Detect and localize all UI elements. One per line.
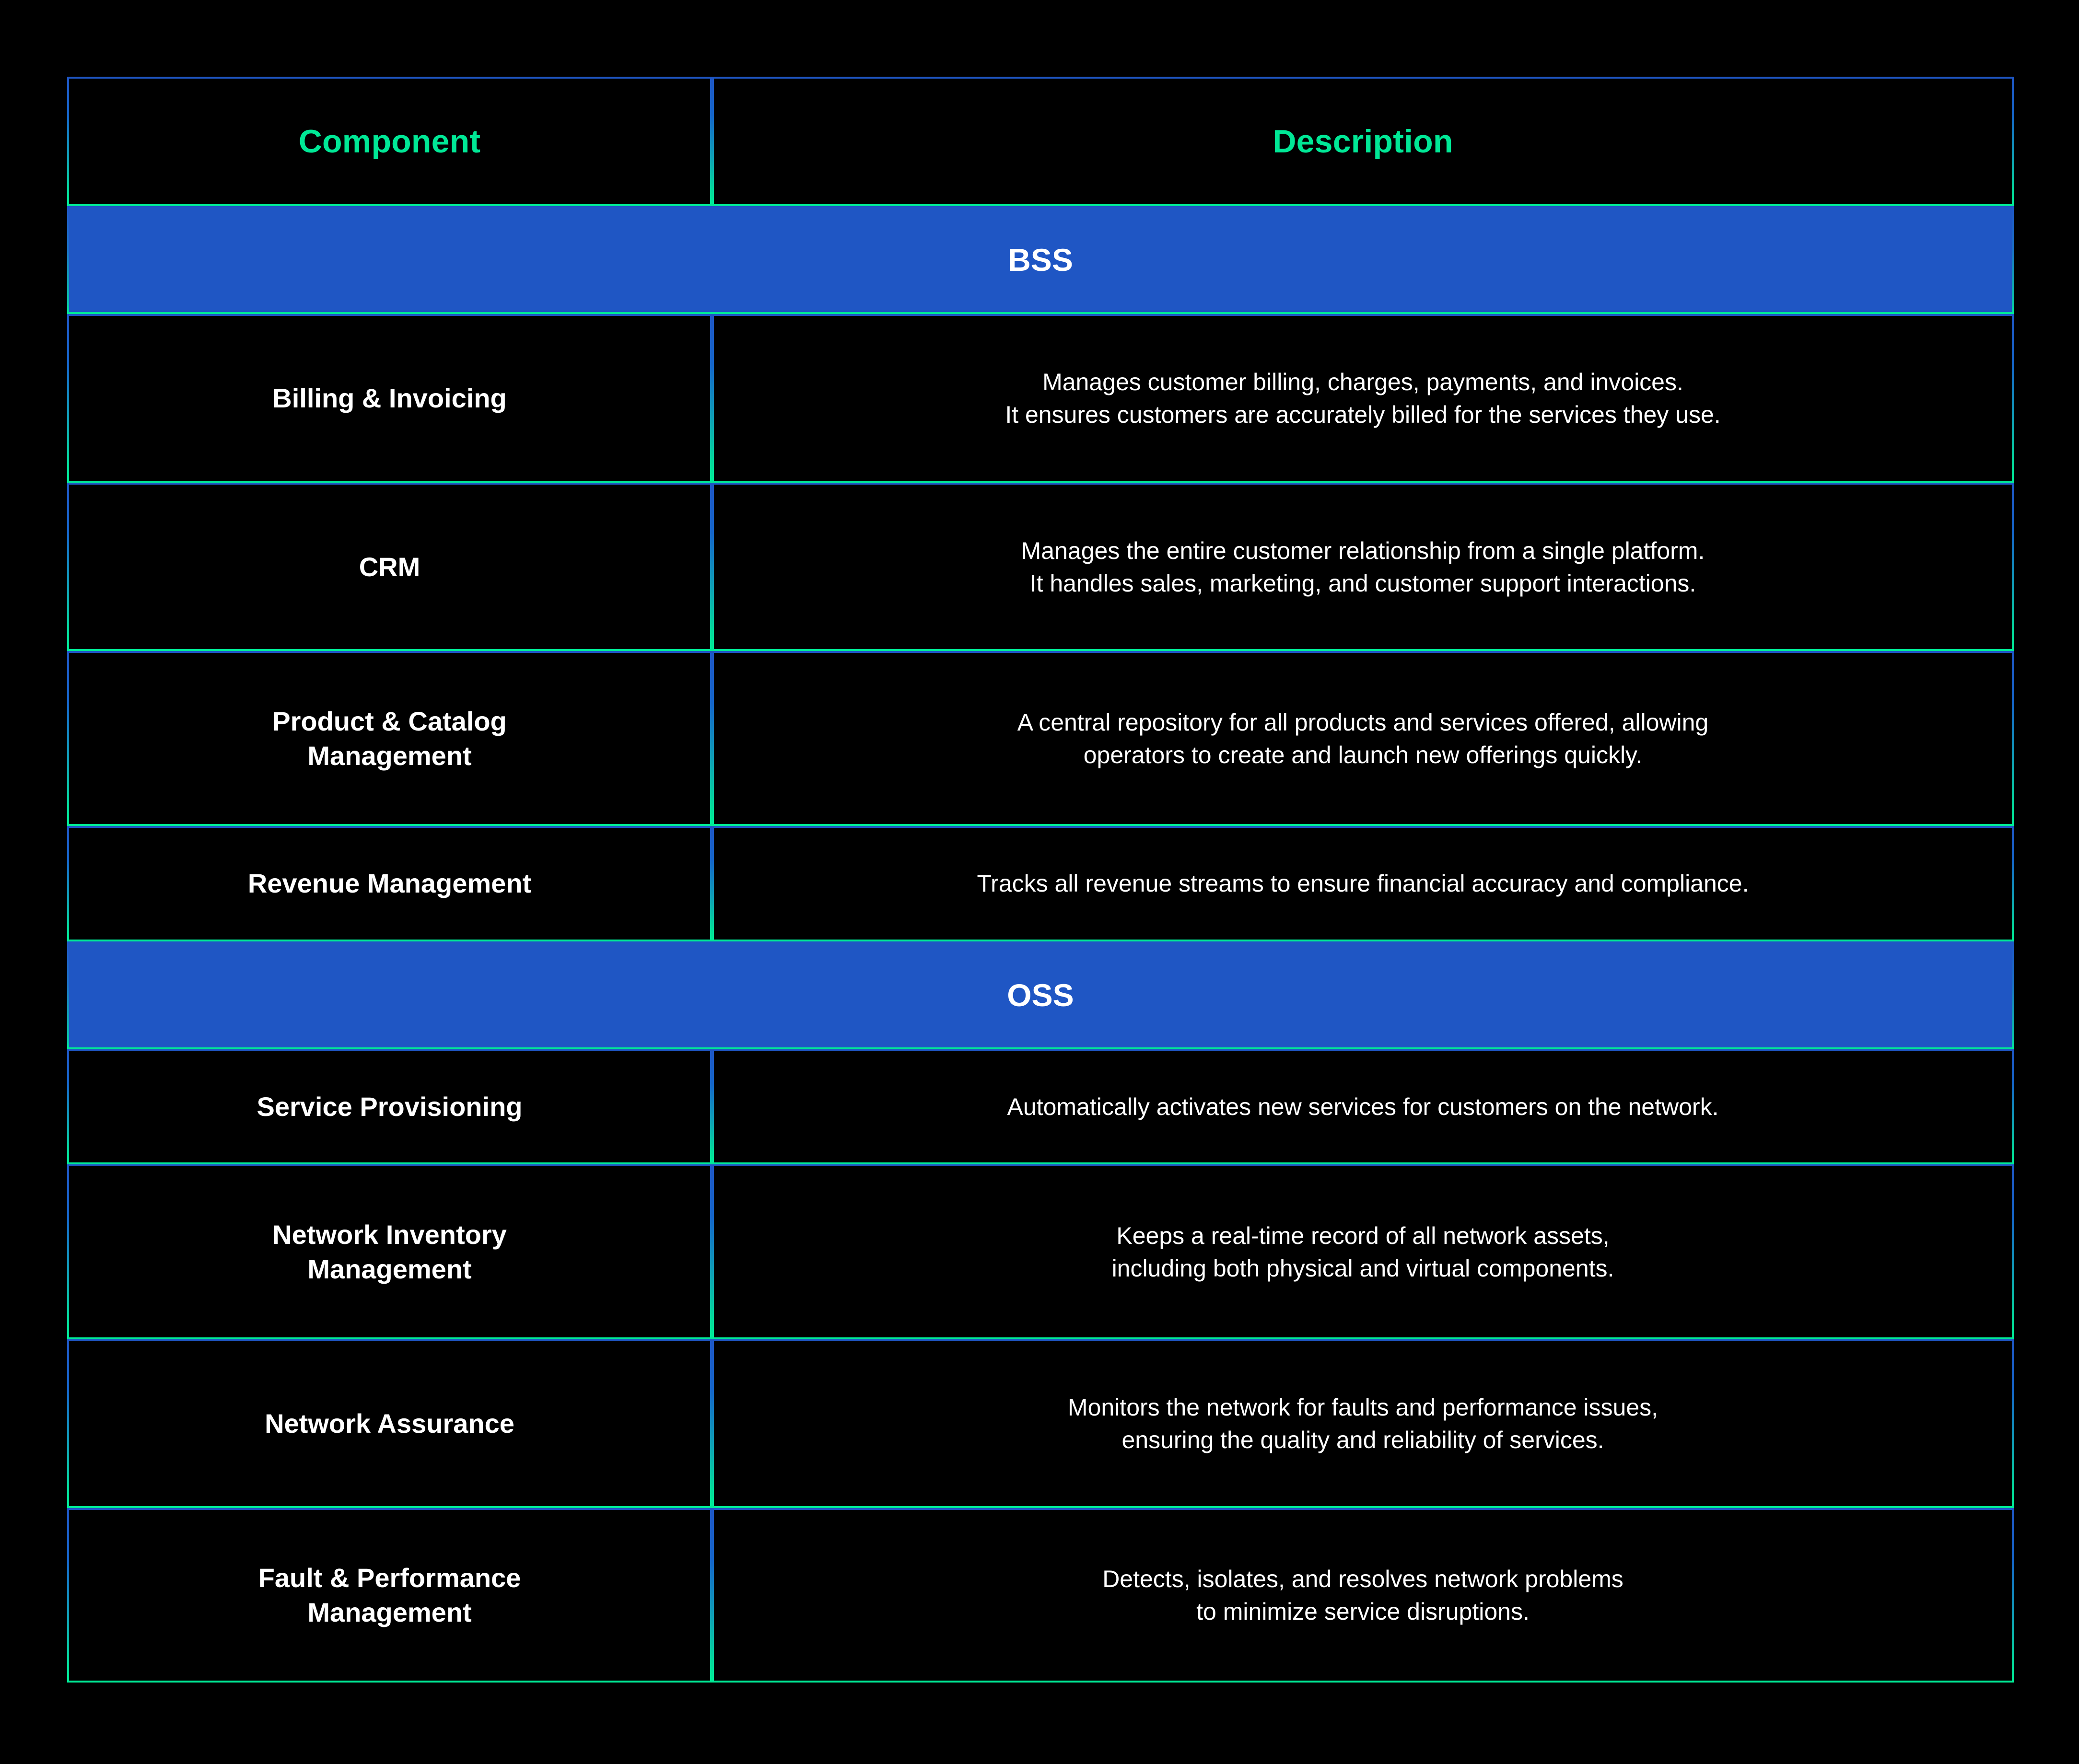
description-line: Manages the entire customer relationship… bbox=[1021, 537, 1705, 564]
component-cell: Network Inventory Management bbox=[67, 1164, 712, 1339]
description-line: Keeps a real-time record of all network … bbox=[1116, 1222, 1610, 1249]
component-label: Billing & Invoicing bbox=[272, 383, 507, 414]
description-line: It ensures customers are accurately bill… bbox=[1005, 401, 1721, 428]
component-description-table-wrapper: Component Description BSS Billing & Invo… bbox=[67, 77, 2014, 1683]
table-row: Product & Catalog Management A central r… bbox=[67, 651, 2014, 826]
component-cell: Network Assurance bbox=[67, 1339, 712, 1508]
description-cell: Keeps a real-time record of all network … bbox=[712, 1164, 2014, 1339]
table-head: Component Description bbox=[67, 77, 2014, 206]
description-cell: Manages customer billing, charges, payme… bbox=[712, 314, 2014, 483]
table-body: BSS Billing & Invoicing Manages customer… bbox=[67, 206, 2014, 1683]
description-text: Detects, isolates, and resolves network … bbox=[712, 1546, 2014, 1644]
component-cell: Revenue Management bbox=[67, 825, 712, 941]
component-label: Revenue Management bbox=[247, 868, 532, 899]
component-cell: Product & Catalog Management bbox=[67, 651, 712, 826]
table-header-row: Component Description bbox=[67, 77, 2014, 206]
description-line: Automatically activates new services for… bbox=[1007, 1093, 1719, 1121]
table-row: Service Provisioning Automatically activ… bbox=[67, 1049, 2014, 1165]
component-label: Network Inventory Management bbox=[67, 1201, 712, 1302]
description-line: including both physical and virtual comp… bbox=[1111, 1254, 1614, 1282]
component-label: CRM bbox=[359, 551, 420, 582]
description-line: Detects, isolates, and resolves network … bbox=[1102, 1565, 1623, 1592]
description-text: Manages customer billing, charges, payme… bbox=[712, 349, 2014, 447]
table-row: Fault & Performance Management Detects, … bbox=[67, 1508, 2014, 1683]
description-cell: Tracks all revenue streams to ensure fin… bbox=[712, 825, 2014, 941]
table-row: Network Assurance Monitors the network f… bbox=[67, 1339, 2014, 1508]
section-banner-label-oss: OSS bbox=[1007, 977, 1074, 1013]
description-text: Manages the entire customer relationship… bbox=[712, 518, 2014, 616]
component-label-line: Management bbox=[307, 740, 472, 771]
component-label-line: Management bbox=[307, 1597, 472, 1627]
section-banner-label-bss: BSS bbox=[1008, 242, 1073, 278]
section-banner-cell-oss: OSS bbox=[67, 941, 2014, 1049]
component-label-line: Product & Catalog bbox=[272, 706, 507, 736]
column-header-description: Description bbox=[712, 77, 2014, 206]
description-line: to minimize service disruptions. bbox=[1196, 1598, 1530, 1625]
section-banner-oss: OSS bbox=[67, 941, 2014, 1049]
component-cell: Service Provisioning bbox=[67, 1049, 712, 1165]
description-cell: A central repository for all products an… bbox=[712, 651, 2014, 826]
description-cell: Detects, isolates, and resolves network … bbox=[712, 1508, 2014, 1683]
description-line: Manages customer billing, charges, payme… bbox=[1042, 368, 1683, 395]
column-header-component-label: Component bbox=[298, 123, 481, 160]
component-label-line: Network Inventory bbox=[272, 1219, 507, 1250]
component-label: Product & Catalog Management bbox=[67, 688, 712, 789]
description-cell: Monitors the network for faults and perf… bbox=[712, 1339, 2014, 1508]
description-line: Tracks all revenue streams to ensure fin… bbox=[977, 870, 1749, 897]
description-text: Monitors the network for faults and perf… bbox=[712, 1375, 2014, 1473]
column-header-description-label: Description bbox=[1273, 123, 1453, 160]
table-row: Revenue Management Tracks all revenue st… bbox=[67, 825, 2014, 941]
column-header-component: Component bbox=[67, 77, 712, 206]
description-line: ensuring the quality and reliability of … bbox=[1121, 1426, 1604, 1453]
table-row: Billing & Invoicing Manages customer bil… bbox=[67, 314, 2014, 483]
component-label: Fault & Performance Management bbox=[67, 1544, 712, 1646]
description-text: Tracks all revenue streams to ensure fin… bbox=[712, 851, 2014, 916]
component-label-line: Fault & Performance bbox=[258, 1563, 521, 1593]
description-line: Monitors the network for faults and perf… bbox=[1067, 1393, 1659, 1421]
description-text: A central repository for all products an… bbox=[712, 690, 2014, 788]
description-line: operators to create and launch new offer… bbox=[1083, 741, 1643, 768]
component-cell: Billing & Invoicing bbox=[67, 314, 712, 483]
section-banner-cell-bss: BSS bbox=[67, 206, 2014, 314]
component-cell: CRM bbox=[67, 482, 712, 651]
section-banner-bss: BSS bbox=[67, 206, 2014, 314]
description-line: A central repository for all products an… bbox=[1017, 708, 1709, 736]
description-text: Keeps a real-time record of all network … bbox=[712, 1203, 2014, 1301]
description-line: It handles sales, marketing, and custome… bbox=[1029, 569, 1696, 597]
component-description-table: Component Description BSS Billing & Invo… bbox=[67, 77, 2014, 1683]
description-cell: Automatically activates new services for… bbox=[712, 1049, 2014, 1165]
table-row: Network Inventory Management Keeps a rea… bbox=[67, 1164, 2014, 1339]
component-label: Network Assurance bbox=[265, 1408, 514, 1439]
component-label-line: Management bbox=[307, 1253, 472, 1284]
description-text: Automatically activates new services for… bbox=[712, 1074, 2014, 1139]
description-cell: Manages the entire customer relationship… bbox=[712, 482, 2014, 651]
table-row: CRM Manages the entire customer relation… bbox=[67, 482, 2014, 651]
component-cell: Fault & Performance Management bbox=[67, 1508, 712, 1683]
component-label: Service Provisioning bbox=[257, 1091, 523, 1122]
